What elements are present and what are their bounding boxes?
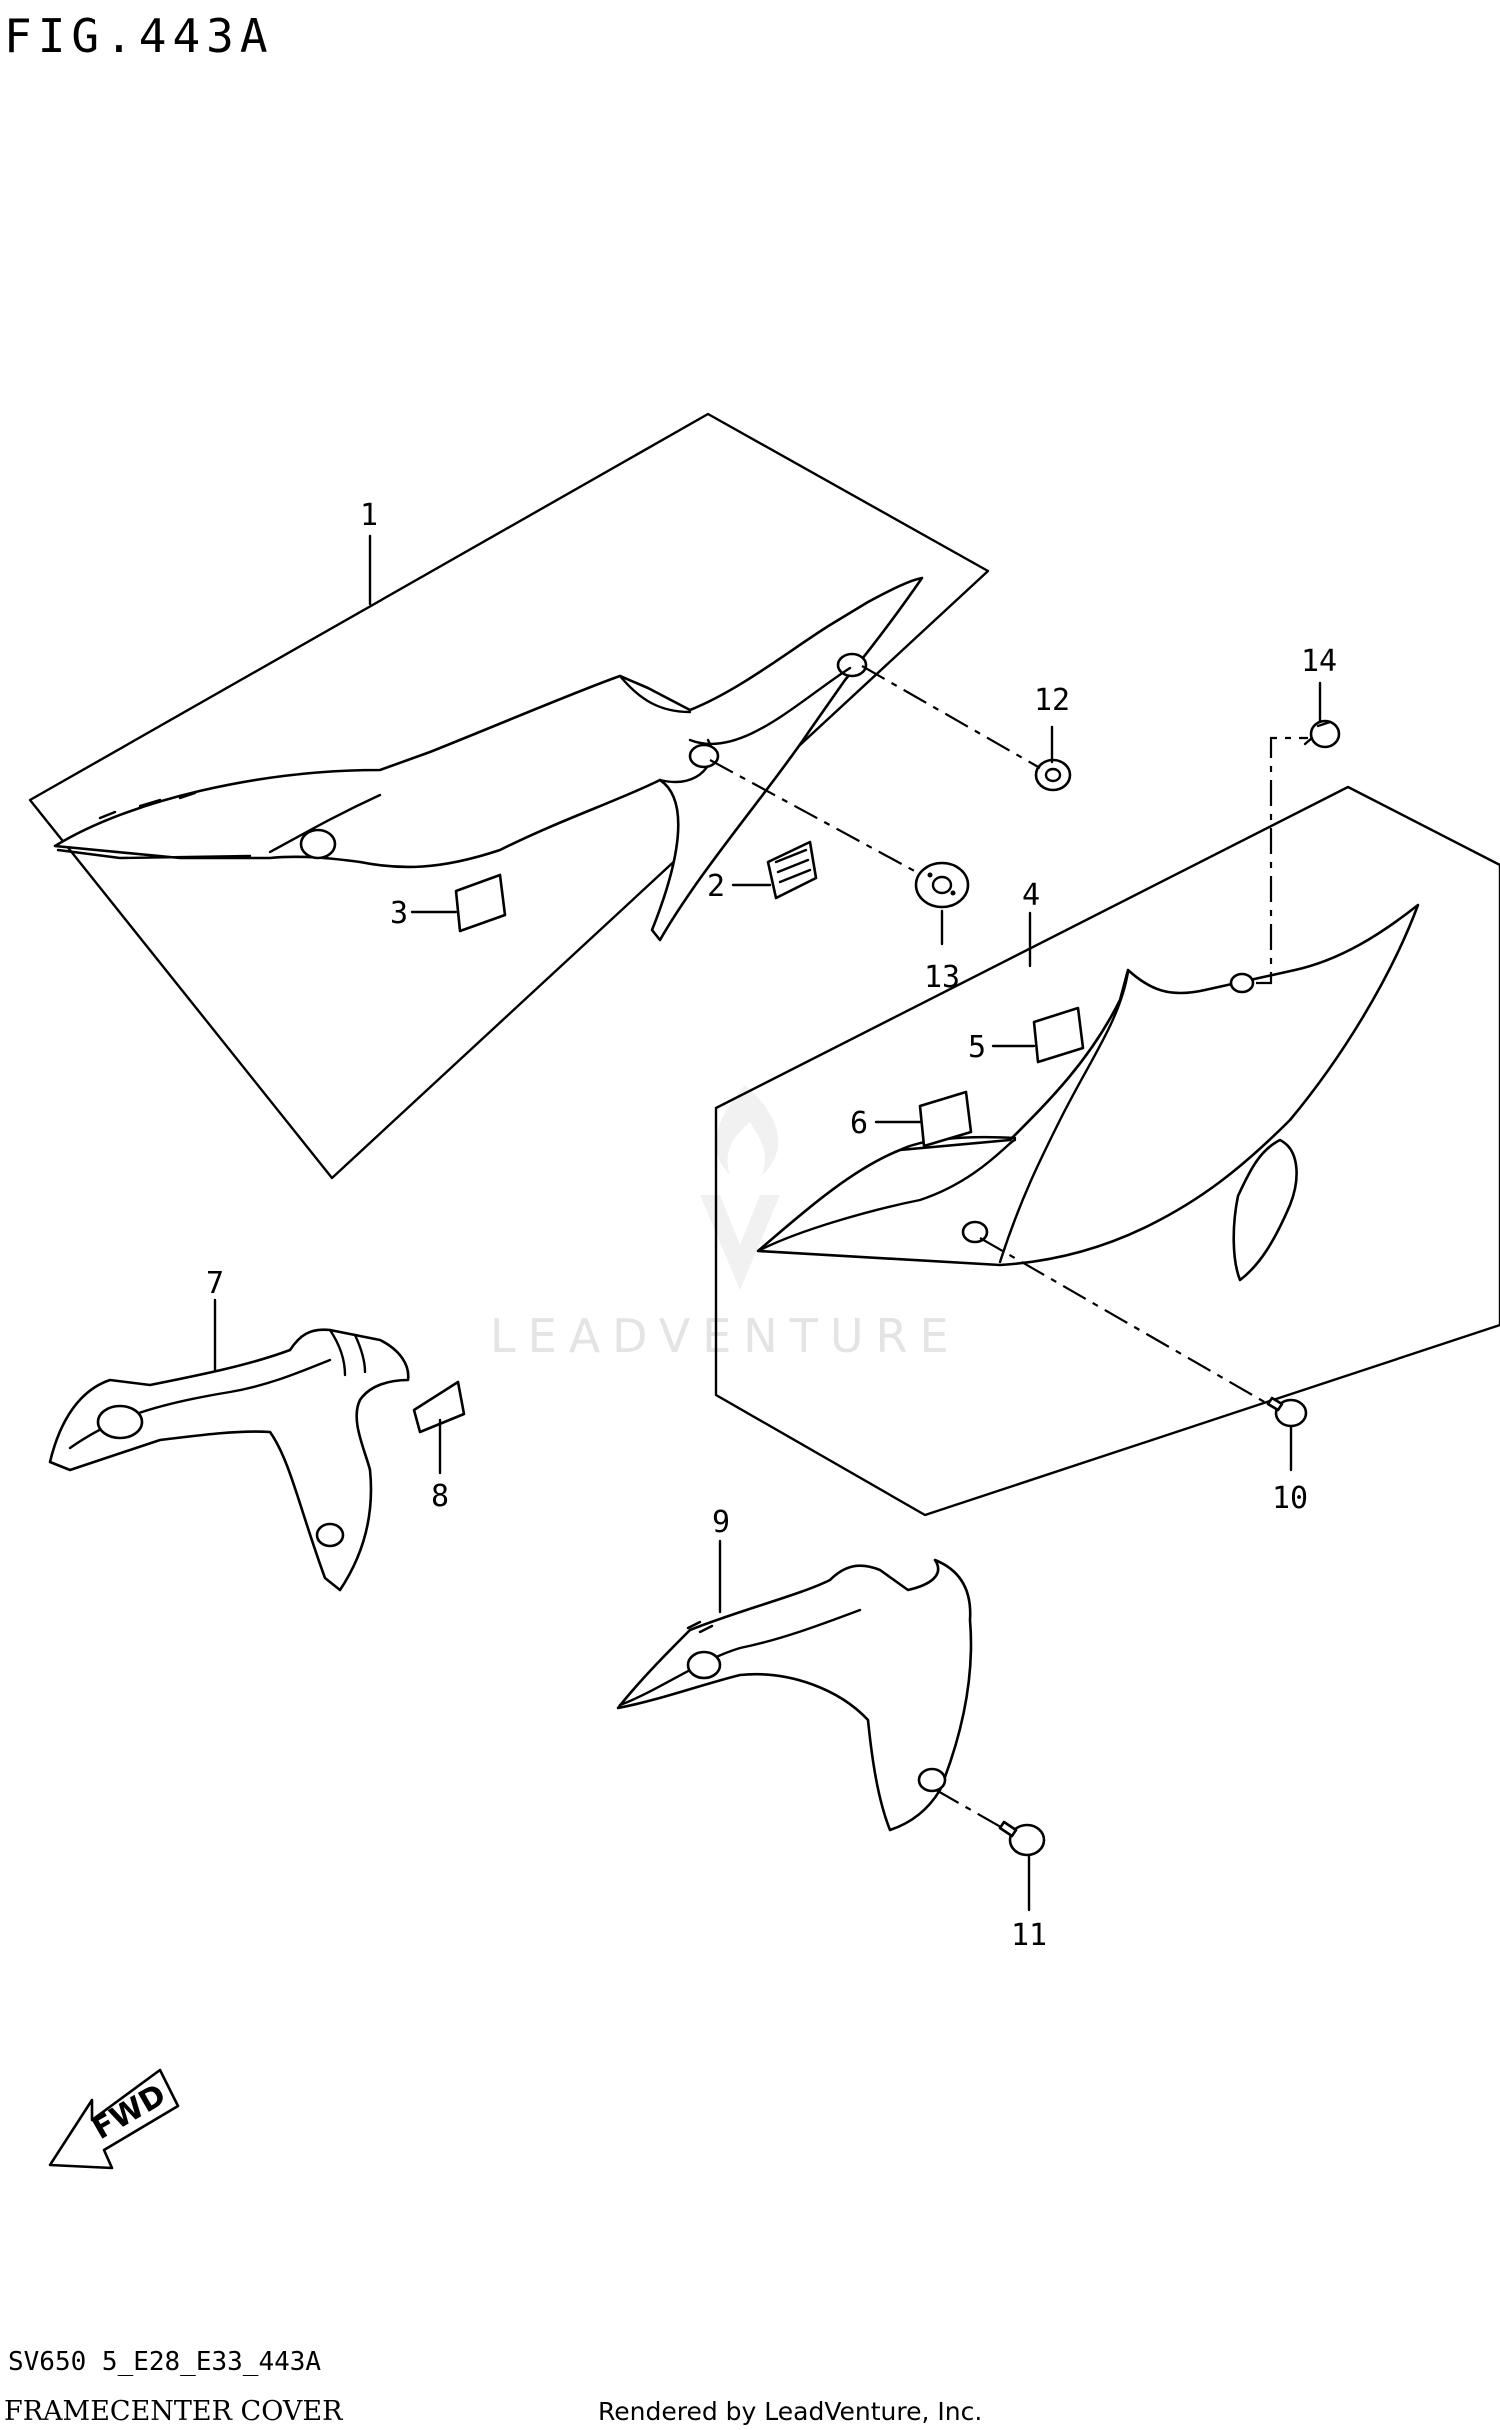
frame-cover-left bbox=[53, 576, 924, 942]
callout-10: 10 bbox=[1272, 1481, 1308, 1516]
watermark-text: LEADVENTURE bbox=[490, 1309, 961, 1363]
callout-4: 4 bbox=[1022, 878, 1040, 913]
frame-cover-right bbox=[756, 903, 1420, 1282]
callout-14: 14 bbox=[1301, 644, 1337, 679]
callout-3: 3 bbox=[390, 896, 408, 931]
part-7-cover bbox=[48, 1328, 410, 1592]
leader-lines bbox=[213, 534, 1322, 1912]
figure-code: SV650 5_E28_E33_443A bbox=[8, 2347, 321, 2377]
callout-5: 5 bbox=[968, 1030, 986, 1065]
part-11-screw bbox=[998, 1820, 1046, 1857]
label-8 bbox=[412, 1380, 466, 1434]
label-2 bbox=[766, 840, 818, 900]
part-12-grommet bbox=[1034, 758, 1072, 792]
assembly-line-11 bbox=[935, 1789, 1007, 1831]
part-14-fastener bbox=[1303, 719, 1341, 749]
label-5 bbox=[1032, 1006, 1085, 1064]
assembly-line-10 bbox=[979, 1237, 1269, 1405]
callout-1: 1 bbox=[360, 498, 378, 533]
part-10-screw bbox=[1266, 1396, 1308, 1428]
figure-title: FIG.443A bbox=[4, 9, 274, 63]
callout-8: 8 bbox=[431, 1479, 449, 1514]
render-credit: Rendered by LeadVenture, Inc. bbox=[598, 2397, 982, 2426]
part-13-grommet bbox=[914, 861, 970, 909]
callout-13: 13 bbox=[924, 960, 960, 995]
callout-12: 12 bbox=[1034, 683, 1070, 718]
callout-11: 11 bbox=[1011, 1918, 1047, 1953]
assembly-line-13 bbox=[709, 759, 921, 875]
callout-2: 2 bbox=[707, 869, 725, 904]
label-3 bbox=[454, 873, 507, 933]
callout-7: 7 bbox=[206, 1266, 224, 1301]
part-9-cover bbox=[616, 1558, 973, 1832]
assembly-line-14 bbox=[1256, 736, 1308, 985]
callout-9: 9 bbox=[712, 1505, 730, 1540]
figure-name: FRAMECENTER COVER bbox=[4, 2396, 343, 2427]
kit-box-1 bbox=[28, 412, 990, 1180]
forward-direction-arrow: FWD bbox=[48, 2068, 180, 2170]
watermark-logo bbox=[700, 1085, 780, 1290]
label-6 bbox=[918, 1090, 973, 1148]
callout-6: 6 bbox=[850, 1106, 868, 1141]
kit-box-4 bbox=[714, 785, 1500, 1517]
assembly-line-12 bbox=[861, 665, 1041, 769]
